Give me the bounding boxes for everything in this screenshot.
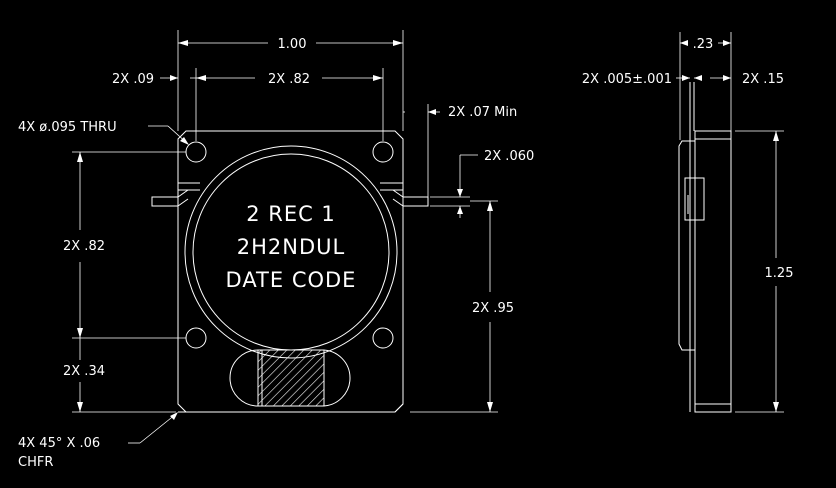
dim-side-lead-thickness: 2X .005±.001 — [582, 72, 702, 87]
dim-text-side-lead-thickness: 2X .005±.001 — [582, 72, 672, 87]
body-outline-right — [394, 403, 404, 413]
dim-hole-offset: 2X .09 — [112, 72, 196, 87]
marking-line-3: DATE CODE — [226, 268, 357, 292]
front-view: 2 REC 1 2H2NDUL DATE CODE 1.00 — [18, 30, 534, 470]
dim-hole-spacing-x: 2X .82 — [195, 68, 384, 141]
dim-lead-min: 2X .07 Min — [403, 104, 517, 197]
callout-chamfer-word: CHFR — [18, 455, 53, 470]
side-view: .23 2X .005±.001 2X .15 1.25 — [582, 32, 794, 413]
dim-text-side-lead-offset: 2X .15 — [742, 72, 784, 87]
dim-text-hole-spacing-y: 2X .82 — [63, 239, 105, 254]
dim-text-overall-width: 1.00 — [278, 37, 307, 52]
dim-text-bottom-hole-offset: 2X .34 — [63, 364, 105, 379]
dim-text-side-height: 1.25 — [765, 266, 794, 281]
dim-side-lead-offset: 2X .15 — [710, 72, 784, 87]
dim-side-height: 1.25 — [735, 130, 794, 413]
dim-hole-spacing-y: 2X .82 — [63, 151, 186, 339]
marking-line-2: 2H2NDUL — [237, 235, 345, 259]
dim-lead-height: 2X .95 — [410, 200, 514, 413]
dim-text-side-depth: .23 — [693, 37, 714, 52]
lead-left — [151, 182, 200, 207]
mounting-hole-bottom-right — [372, 327, 394, 349]
resistor-hatched-block — [257, 349, 325, 407]
dim-text-lead-height: 2X .95 — [472, 301, 514, 316]
mounting-hole-top-right — [372, 141, 394, 163]
side-body — [694, 130, 732, 413]
dim-overall-width: 1.00 — [177, 30, 404, 131]
dim-side-depth: .23 — [679, 32, 732, 140]
side-lead-block — [684, 177, 705, 221]
dim-text-hole-spacing-x: 2X .82 — [268, 72, 310, 87]
callout-holes-text: 4X ø.095 THRU — [18, 120, 117, 135]
dim-text-hole-offset: 2X .09 — [112, 72, 154, 87]
dim-text-lead-min: 2X .07 Min — [448, 105, 517, 120]
lead-right — [380, 182, 429, 207]
marking-line-1: 2 REC 1 — [246, 202, 336, 226]
side-cover — [678, 140, 695, 351]
dim-lead-thickness: 2X .060 — [430, 149, 534, 218]
callout-chamfer-text: 4X 45° X .06 — [18, 436, 100, 451]
callout-chamfer: 4X 45° X .06 CHFR — [18, 412, 178, 470]
dim-text-lead-thickness: 2X .060 — [484, 149, 534, 164]
dim-bottom-hole-offset: 2X .34 — [63, 338, 176, 413]
callout-holes: 4X ø.095 THRU — [18, 120, 189, 145]
mounting-hole-bottom-left — [185, 327, 207, 349]
